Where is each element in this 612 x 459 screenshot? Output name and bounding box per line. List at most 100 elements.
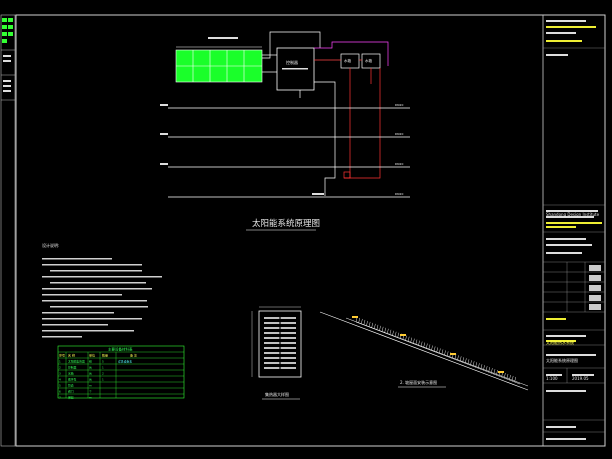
- notes-title: 设计说明:: [42, 242, 59, 248]
- table-header-2: 单位: [89, 353, 95, 358]
- title-block-project: 太阳能热水系统: [546, 339, 574, 345]
- roof-tube: [386, 328, 389, 334]
- table-cell: 1: [102, 366, 104, 370]
- main-diagram-title: 太阳能系统原理图: [252, 218, 320, 229]
- roof-tube: [483, 365, 485, 371]
- drawing-border: [15, 14, 606, 447]
- collector-detail-title: 集热器大样图: [265, 391, 289, 397]
- roof-tube: [376, 324, 379, 330]
- roof-tube: [428, 344, 431, 350]
- title-block-scale: 1:100: [546, 376, 558, 381]
- roof-tube: [410, 337, 413, 343]
- roof-tube: [368, 321, 371, 327]
- table-cell: 5: [59, 384, 61, 388]
- table-cell: m: [89, 396, 92, 400]
- table-cell: 控制器: [68, 366, 77, 370]
- pipe-tag-2: DN20: [395, 132, 403, 136]
- table-cell: 详见设备表: [118, 360, 132, 364]
- roof-tube: [412, 338, 415, 344]
- roof-tube: [485, 366, 488, 372]
- tank-label-1: 水箱: [344, 58, 352, 63]
- roof-detail-title: 2. 坡屋面安装示意图: [400, 379, 437, 385]
- table-cell: 3: [59, 372, 61, 376]
- table-header-1: 名 称: [68, 353, 75, 358]
- roof-tube: [511, 375, 514, 382]
- table-cell: 管道: [68, 384, 74, 388]
- roof-tube: [480, 364, 483, 370]
- roof-tube: [493, 369, 496, 375]
- table-cell: m: [89, 384, 92, 388]
- table-cell: 水箱: [68, 372, 74, 376]
- roof-tube: [420, 341, 423, 347]
- roof-tube: [415, 339, 418, 345]
- roof-tube: [509, 374, 511, 381]
- roof-tube: [444, 350, 446, 356]
- roof-tube: [405, 335, 407, 341]
- roof-install-detail: 2. 坡屋面安装示意图: [319, 311, 529, 391]
- roof-tube: [363, 319, 366, 326]
- roof-tube: [381, 326, 384, 332]
- controller-box: 控制器: [276, 47, 315, 91]
- roof-tube: [488, 367, 491, 373]
- title-block-drawing-name: 太阳能系统原理图: [546, 357, 578, 363]
- pipe-tag-4: DN20: [395, 192, 403, 196]
- roof-tube: [407, 336, 410, 342]
- table-header-0: 序号: [59, 353, 65, 358]
- table-cell: 5: [102, 360, 104, 364]
- roof-tube: [472, 361, 475, 367]
- table-cell: 个: [89, 390, 92, 394]
- title-block: Shandong Design Institute 太阳能热水系统 太阳能系统原…: [542, 15, 605, 446]
- roof-tube: [490, 368, 493, 374]
- equipment-table: 主要设备材料表 序号 名 称 单位 数量 备 注 1 太阳能集热器组 5 详见设备表 2…: [57, 345, 185, 400]
- title-block-date: 2019.05: [572, 376, 589, 381]
- roof-tube: [389, 329, 392, 335]
- pipe-tag-3: DN20: [395, 162, 403, 166]
- roof-tube: [358, 317, 361, 324]
- roof-tube: [467, 359, 470, 365]
- left-stamp-strip: [0, 14, 16, 447]
- table-header-4: 备 注: [130, 353, 137, 358]
- table-cell: 4: [59, 378, 61, 382]
- title-block-company: Shandong Design Institute: [546, 212, 600, 217]
- roof-tube: [392, 330, 394, 336]
- table-cell: 台: [89, 378, 92, 382]
- table-cell: 阀门: [68, 390, 74, 394]
- roof-tube: [373, 323, 376, 329]
- table-cell: 组: [89, 360, 92, 364]
- collector-detail: 集热器大样图: [251, 306, 302, 400]
- roof-tube: [431, 345, 433, 351]
- roof-tube: [394, 331, 397, 337]
- roof-tube: [384, 327, 387, 333]
- table-cell: 1: [102, 378, 104, 382]
- roof-tube: [506, 373, 509, 380]
- roof-tube: [423, 342, 426, 348]
- roof-tube: [503, 372, 506, 379]
- table-cell: 6: [59, 390, 61, 394]
- roof-tube: [446, 351, 449, 357]
- controller-label: 控制器: [286, 59, 298, 65]
- roof-tube: [438, 348, 441, 354]
- table-cell: 台: [89, 366, 92, 370]
- floor-labels: [160, 104, 324, 195]
- table-cell: 1: [59, 360, 61, 364]
- roof-tube: [462, 357, 465, 363]
- table-cell: 保温: [68, 396, 74, 400]
- roof-tube: [418, 340, 420, 346]
- table-title: 主要设备材料表: [108, 347, 133, 352]
- pipe-network: [262, 31, 389, 196]
- roof-tube: [464, 358, 467, 364]
- roof-tube: [366, 320, 368, 326]
- table-cell: 太阳能集热器: [68, 360, 85, 364]
- roof-tube: [433, 346, 436, 352]
- roof-tube: [457, 355, 459, 361]
- roof-tube: [470, 360, 472, 366]
- table-cell: 2: [102, 372, 104, 376]
- solar-collector-array: [175, 37, 263, 83]
- roof-tube: [397, 332, 400, 338]
- table-cell: 循环泵: [68, 378, 77, 382]
- roof-tube: [425, 343, 428, 349]
- table-cell: 台: [89, 372, 92, 376]
- table-header-3: 数量: [102, 353, 108, 358]
- roof-tube: [514, 376, 517, 383]
